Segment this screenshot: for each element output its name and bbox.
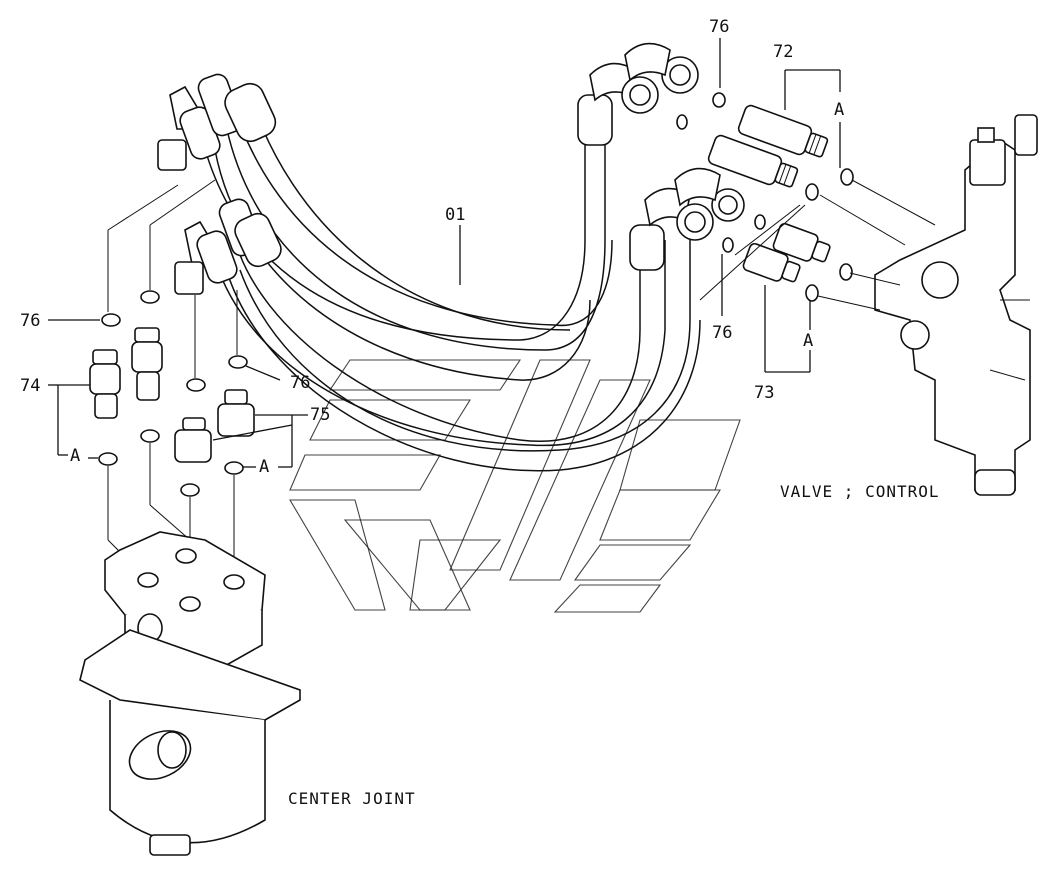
label-a-bottom-right: A	[803, 331, 813, 351]
callout-lines	[48, 38, 841, 468]
label-76-left: 76	[20, 311, 40, 331]
label-73: 73	[754, 383, 774, 403]
label-a-top-right: A	[834, 100, 844, 120]
label-72: 72	[773, 42, 793, 62]
label-01: 01	[445, 205, 465, 225]
adapter-73-group	[742, 222, 831, 283]
label-a-mid: A	[259, 457, 269, 477]
label-76-top: 76	[709, 17, 729, 37]
o-rings-right	[676, 92, 854, 302]
adapter-75-group	[174, 389, 255, 463]
hose-fitting-right-upper	[577, 42, 699, 146]
hose-fitting-left-upper	[157, 73, 277, 171]
label-75: 75	[310, 405, 330, 425]
captions: VALVE ; CONTROL CENTER JOINT	[288, 482, 940, 808]
control-valve	[874, 114, 1038, 496]
center-joint	[79, 531, 301, 856]
watermark-logo	[289, 359, 741, 613]
caption-valve-control: VALVE ; CONTROL	[780, 482, 940, 501]
adapter-72-group	[707, 104, 829, 188]
caption-center-joint: CENTER JOINT	[288, 789, 416, 808]
label-76-right: 76	[712, 323, 732, 343]
o-rings-left	[98, 290, 248, 497]
hose-fitting-right-lower	[629, 167, 745, 271]
leader-lines-valve	[699, 179, 936, 311]
adapter-74-group	[89, 327, 163, 419]
part-labels: 01 76 72 A 76 A 73 76 74 A 76 75 A	[20, 17, 844, 477]
label-76-mid: 76	[290, 373, 310, 393]
label-74: 74	[20, 376, 40, 396]
label-a-left: A	[70, 446, 80, 466]
hose-fitting-left-lower	[174, 198, 282, 295]
